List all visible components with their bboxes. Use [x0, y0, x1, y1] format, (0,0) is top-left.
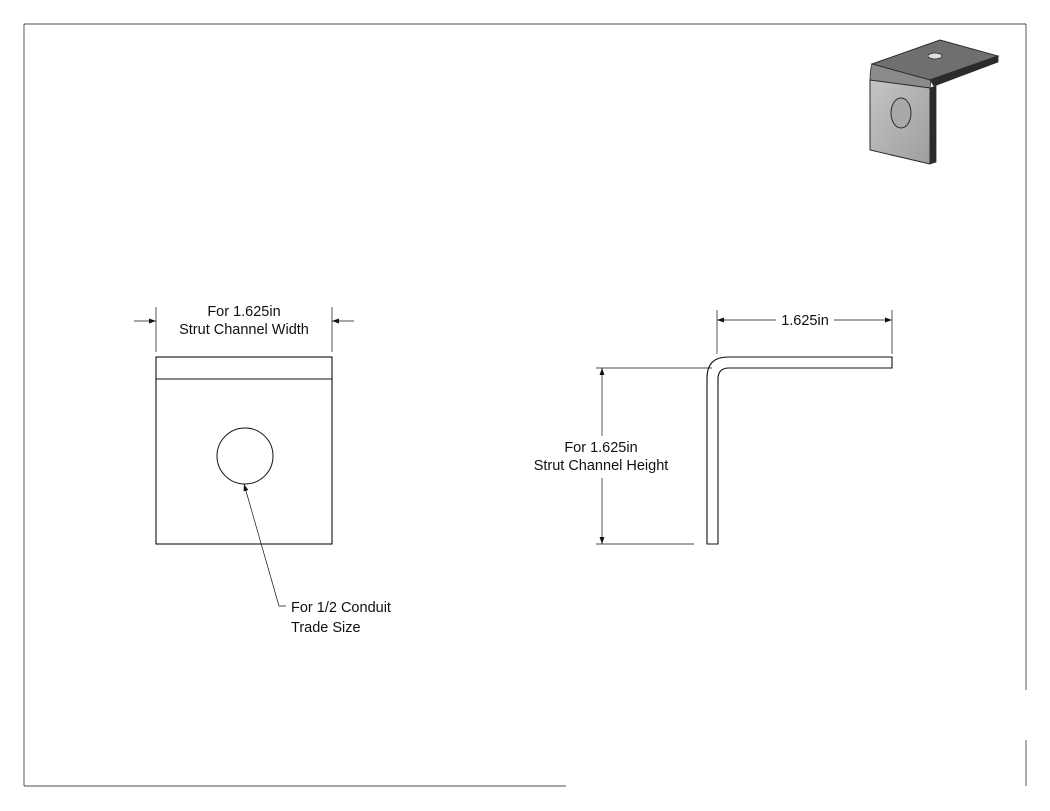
- iso-top-hole: [927, 52, 943, 60]
- flange-dimension-label: 1.625in: [781, 313, 829, 329]
- sheet-border: [23, 23, 1027, 787]
- width-label-line1: For 1.625in: [207, 304, 280, 320]
- side-view-profile: [706, 356, 893, 545]
- hole-leader: [243, 483, 286, 607]
- isometric-view: [869, 39, 1000, 165]
- width-label-line2: Strut Channel Width: [179, 322, 309, 338]
- width-dimension: [134, 307, 354, 352]
- flange-dimension: [716, 310, 893, 354]
- iso-face-edge: [929, 85, 937, 165]
- iso-face-hole: [890, 97, 912, 129]
- front-view-outline: [155, 356, 333, 545]
- height-label-line1: For 1.625in: [564, 440, 637, 456]
- front-view: For 1.625in Strut Channel Width For 1/2 …: [134, 304, 391, 636]
- iso-flange-edge: [929, 55, 999, 87]
- height-dimension: [596, 367, 712, 545]
- side-view: 1.625in For 1.625in Strut Channel Height: [534, 310, 893, 545]
- height-label-line2: Strut Channel Height: [534, 458, 669, 474]
- hole-callout-line2: Trade Size: [291, 620, 361, 636]
- hole-callout-line1: For 1/2 Conduit: [291, 600, 391, 616]
